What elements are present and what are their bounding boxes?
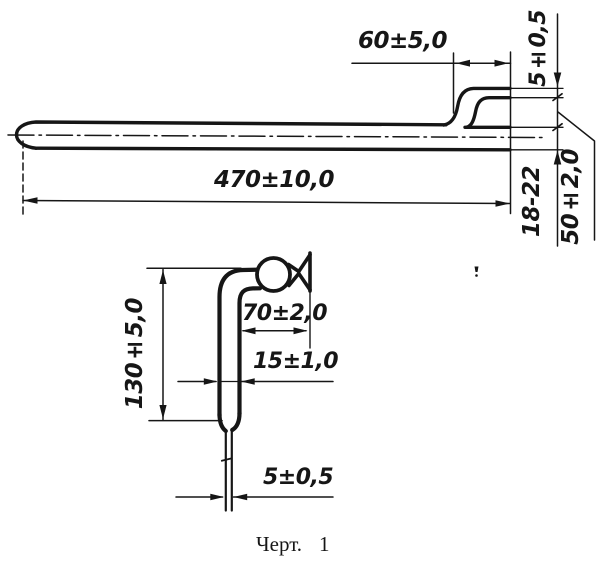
break-funnel bbox=[286, 251, 312, 293]
tube-bottom-line bbox=[34, 146, 512, 152]
side-branch-outer-bend bbox=[442, 86, 512, 127]
overview-centerline bbox=[7, 134, 544, 139]
dim-line-470 bbox=[22, 199, 511, 205]
ext-lines-right bbox=[509, 87, 564, 151]
riser-left-wall-and-outer-bend bbox=[217, 267, 260, 419]
capillary bbox=[220, 428, 233, 512]
side-branch-inner-bend bbox=[464, 96, 512, 129]
leader-line-50 bbox=[557, 111, 596, 241]
figure-caption-word: Черт. bbox=[256, 532, 303, 556]
overview-tube-outline bbox=[14, 86, 512, 152]
figure-caption: Черт. 1 bbox=[256, 532, 330, 556]
overview-dimension-lines bbox=[22, 13, 596, 247]
ink-speck bbox=[474, 266, 479, 277]
dim-label-riser-height: 130±5,0 bbox=[122, 298, 148, 410]
dim-label-top-arm-length: 70±2,0 bbox=[242, 301, 328, 326]
dim-label-hook-length: 60±5,0 bbox=[358, 28, 448, 54]
arrowheads bbox=[23, 59, 562, 207]
dim-label-overall-length: 470±10,0 bbox=[214, 167, 335, 193]
arrowheads bbox=[159, 270, 308, 501]
dim-label-tube-diameter-range: 18-22 bbox=[519, 166, 545, 238]
dim-label-tip-diameter: 5±0,5 bbox=[263, 465, 334, 490]
riser-right-wall-and-inner-bend bbox=[237, 286, 263, 417]
tube-tip-and-top-line bbox=[14, 120, 448, 150]
taper-left bbox=[217, 411, 228, 434]
figure-caption-number: 1 bbox=[319, 532, 330, 556]
bulb bbox=[255, 256, 292, 293]
dimension-ticks bbox=[552, 92, 563, 132]
dim-label-side-tube-offset: 50±2,0 bbox=[558, 149, 584, 245]
dim-label-tube-diameter: 15±1,0 bbox=[253, 349, 339, 374]
dim-label-side-tube-diameter: 5±0,5 bbox=[526, 10, 551, 87]
detail-dimension-lines bbox=[146, 267, 334, 501]
taper-right bbox=[230, 410, 242, 433]
detail-tube-outline bbox=[217, 251, 312, 512]
